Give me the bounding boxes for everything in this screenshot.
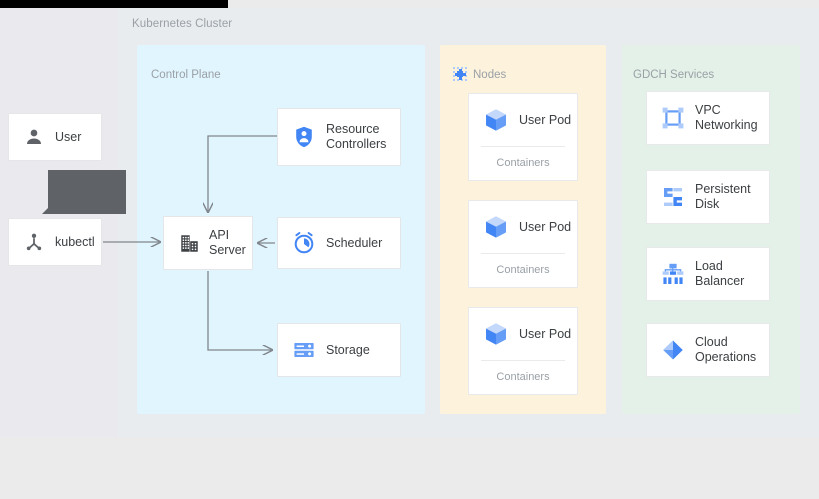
pod-card[interactable]: User Pod Containers	[468, 307, 578, 395]
pod-card[interactable]: User Pod Containers	[468, 93, 578, 181]
service-label-cloud-operations: Cloud Operations	[695, 335, 757, 364]
tooltip-tail	[42, 205, 51, 214]
node-card-scheduler[interactable]: Scheduler	[277, 217, 401, 269]
alarm-clock-icon	[292, 231, 316, 255]
service-label-load-balancer: Load Balancer	[695, 259, 745, 288]
shield-person-icon	[292, 125, 316, 149]
tooltip-popup	[42, 170, 126, 214]
actor-card-kubectl[interactable]: kubectl	[8, 218, 102, 266]
service-card-vpc-networking[interactable]: VPC Networking	[646, 91, 770, 145]
zone-control-plane-label: Control Plane	[151, 69, 221, 81]
service-card-load-balancer[interactable]: Load Balancer	[646, 247, 770, 301]
cloud-operations-icon	[660, 337, 686, 363]
storage-rack-icon	[292, 338, 316, 362]
pod-card[interactable]: User Pod Containers	[468, 200, 578, 288]
vpc-network-icon	[660, 106, 686, 130]
node-label-api-server: API Server	[209, 228, 246, 257]
pod-header: User Pod	[469, 94, 577, 146]
kubectl-icon	[23, 232, 45, 252]
pod-header: User Pod	[469, 308, 577, 360]
pod-label: User Pod	[519, 220, 572, 234]
node-card-storage[interactable]: Storage	[277, 323, 401, 377]
person-icon	[23, 127, 45, 147]
cluster-title: Kubernetes Cluster	[132, 18, 233, 30]
node-label-resource-controllers: Resource Controllers	[326, 122, 387, 151]
actor-label-user: User	[55, 129, 82, 144]
zone-nodes-label: Nodes	[473, 69, 507, 81]
node-label-storage: Storage	[326, 342, 370, 357]
service-label-persistent-disk: Persistent Disk	[695, 182, 751, 211]
cube-icon	[483, 321, 509, 347]
pod-label: User Pod	[519, 113, 572, 127]
pod-divider	[481, 360, 565, 361]
node-card-resource-controllers[interactable]: Resource Controllers	[277, 108, 401, 166]
service-card-persistent-disk[interactable]: Persistent Disk	[646, 170, 770, 224]
service-card-cloud-operations[interactable]: Cloud Operations	[646, 323, 770, 377]
pod-footer-containers: Containers	[496, 264, 550, 276]
persistent-disk-icon	[660, 185, 686, 209]
pod-divider	[481, 146, 565, 147]
service-label-vpc-networking: VPC Networking	[695, 103, 758, 132]
actor-card-user[interactable]: User	[8, 113, 102, 161]
cube-icon	[483, 107, 509, 133]
pod-footer-containers: Containers	[496, 157, 550, 169]
pod-divider	[481, 253, 565, 254]
window-top-bar	[0, 0, 228, 8]
cube-icon	[483, 214, 509, 240]
zone-gdch-services-label: GDCH Services	[633, 69, 715, 81]
nodes-grid-icon	[452, 66, 469, 83]
load-balancer-icon	[660, 262, 686, 286]
pod-label: User Pod	[519, 327, 572, 341]
api-building-icon	[178, 233, 200, 254]
node-card-api-server[interactable]: API Server	[163, 216, 253, 270]
node-label-scheduler: Scheduler	[326, 235, 383, 250]
pod-header: User Pod	[469, 201, 577, 253]
actor-label-kubectl: kubectl	[55, 234, 95, 249]
pod-footer-containers: Containers	[496, 371, 550, 383]
